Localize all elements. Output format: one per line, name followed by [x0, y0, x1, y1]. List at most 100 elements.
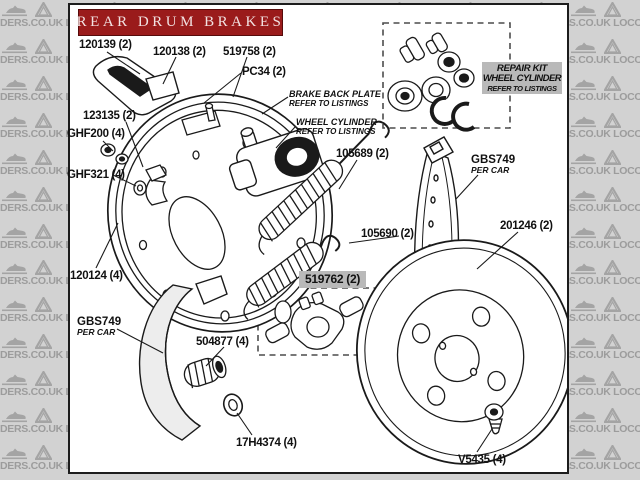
builders-logo-icon — [35, 38, 52, 54]
leader-lines — [95, 51, 519, 453]
builders-logo-icon — [35, 297, 52, 313]
builders-logo-icon — [603, 297, 621, 313]
watermark-text: DERS.CO.UK LOC — [0, 423, 72, 436]
spring-105690-drawing — [243, 234, 341, 320]
brake-shoe-left-drawing — [138, 275, 228, 441]
watermark-tile: DERS.CO.UK LOC — [0, 258, 72, 295]
watermark-tile: S.CO.UK LOCOST — [569, 74, 640, 111]
car-logo-icon — [2, 300, 27, 312]
watermark-text: DERS.CO.UK LOC — [0, 53, 72, 66]
handbrake-lever-drawing — [92, 55, 180, 116]
brake-drum-drawing — [355, 239, 567, 465]
builders-logo-icon — [35, 408, 52, 424]
watermark-text: S.CO.UK LOCOST — [568, 349, 640, 362]
wheel-cylinder-drawing — [228, 127, 324, 197]
car-logo-icon — [2, 153, 27, 164]
builders-logo-icon — [35, 2, 52, 17]
watermark-text: S.CO.UK LOCOST — [568, 423, 640, 436]
watermark-text: DERS.CO.UK LOC — [0, 312, 72, 325]
car-logo-icon — [570, 5, 596, 17]
builders-logo-icon — [603, 149, 621, 165]
spring-504877-drawing — [183, 355, 227, 389]
builders-logo-icon — [35, 186, 52, 202]
watermark-text: S.CO.UK LOCOST — [568, 312, 640, 325]
builders-logo-icon — [35, 112, 52, 128]
builders-logo-icon — [603, 112, 621, 128]
watermark-text: DERS.CO.UK LOC — [0, 164, 72, 177]
watermark-text: DERS.CO.UK LOC — [0, 386, 72, 399]
watermark-tile: S.CO.UK LOCOST — [569, 295, 640, 332]
builders-logo-icon — [35, 445, 52, 461]
watermark-tile: DERS.CO.UK LOC — [0, 148, 72, 185]
watermark-tile: DERS.CO.UK LOC — [0, 443, 72, 480]
watermark-text: S.CO.UK LOCOST — [568, 201, 640, 214]
car-logo-icon — [570, 42, 596, 54]
builders-logo-icon — [603, 223, 621, 239]
car-logo-icon — [570, 300, 596, 312]
watermark-text: S.CO.UK LOCOST — [568, 127, 640, 140]
car-logo-icon — [2, 337, 27, 349]
builders-logo-icon — [35, 371, 52, 387]
lever-bracket-drawing — [145, 71, 180, 101]
watermark-tile: DERS.CO.UK LOC — [0, 111, 72, 148]
watermark-text: DERS.CO.UK LOC — [0, 17, 72, 29]
watermark-tile: S.CO.UK LOCOST — [569, 0, 640, 37]
car-logo-icon — [570, 227, 596, 238]
car-logo-icon — [570, 448, 596, 460]
car-logo-icon — [2, 116, 27, 127]
builders-logo-icon — [35, 149, 52, 165]
car-logo-icon — [570, 153, 596, 164]
builders-logo-icon — [603, 371, 621, 387]
car-logo-icon — [2, 411, 27, 423]
car-logo-icon — [570, 337, 596, 349]
watermark-text: S.CO.UK LOCOST — [568, 275, 640, 288]
builders-logo-icon — [603, 445, 621, 461]
watermark-tile: DERS.CO.UK LOC — [0, 406, 72, 443]
builders-logo-icon — [603, 408, 621, 424]
builders-logo-icon — [35, 75, 52, 91]
watermark-tile: S.CO.UK LOCOST — [569, 406, 640, 443]
watermark-text: S.CO.UK LOCOST — [568, 17, 640, 29]
adjuster-assembly-drawing — [265, 291, 364, 350]
car-logo-icon — [570, 263, 596, 275]
watermark-tile: DERS.CO.UK LOC — [0, 0, 72, 37]
builders-logo-icon — [35, 334, 52, 350]
watermark-text: DERS.CO.UK LOC — [0, 349, 72, 362]
car-logo-icon — [2, 190, 27, 201]
watermark-text: S.CO.UK LOCOST — [568, 90, 640, 103]
builders-logo-icon — [35, 223, 52, 239]
car-logo-icon — [570, 116, 596, 127]
watermark-text: DERS.CO.UK LOC — [0, 90, 72, 103]
watermark-text: S.CO.UK LOCOST — [568, 386, 640, 399]
watermark-tile: S.CO.UK LOCOST — [569, 369, 640, 406]
watermark-tile: DERS.CO.UK LOC — [0, 74, 72, 111]
watermark-tile: S.CO.UK LOCOST — [569, 185, 640, 222]
car-logo-icon — [2, 374, 27, 386]
watermark-text: S.CO.UK LOCOST — [568, 53, 640, 66]
car-logo-icon — [2, 79, 27, 90]
builders-logo-icon — [35, 260, 52, 276]
watermark-tile: DERS.CO.UK LOC — [0, 185, 72, 222]
watermark-text: DERS.CO.UK LOC — [0, 238, 72, 251]
watermark-tile: S.CO.UK LOCOST — [569, 222, 640, 259]
builders-logo-icon — [603, 186, 621, 202]
car-logo-icon — [2, 448, 27, 460]
watermark-text: DERS.CO.UK LOC — [0, 127, 72, 140]
countersunk-screw-drawing — [484, 403, 504, 435]
watermark-tile: DERS.CO.UK LOC — [0, 332, 72, 369]
watermark-tile: DERS.CO.UK LOC — [0, 295, 72, 332]
car-logo-icon — [2, 227, 27, 238]
car-logo-icon — [570, 79, 596, 90]
watermark-text: S.CO.UK LOCOST — [568, 164, 640, 177]
car-logo-icon — [2, 42, 27, 54]
washer-17h4374-drawing — [222, 393, 244, 417]
watermark-tile: S.CO.UK LOCOST — [569, 148, 640, 185]
spring-105689-drawing — [258, 120, 390, 255]
watermark-tile: S.CO.UK LOCOST — [569, 258, 640, 295]
fasteners-drawing — [100, 143, 167, 196]
builders-logo-icon — [603, 38, 621, 54]
watermark-text: S.CO.UK LOCOST — [568, 460, 640, 473]
watermark-text: DERS.CO.UK LOC — [0, 201, 72, 214]
